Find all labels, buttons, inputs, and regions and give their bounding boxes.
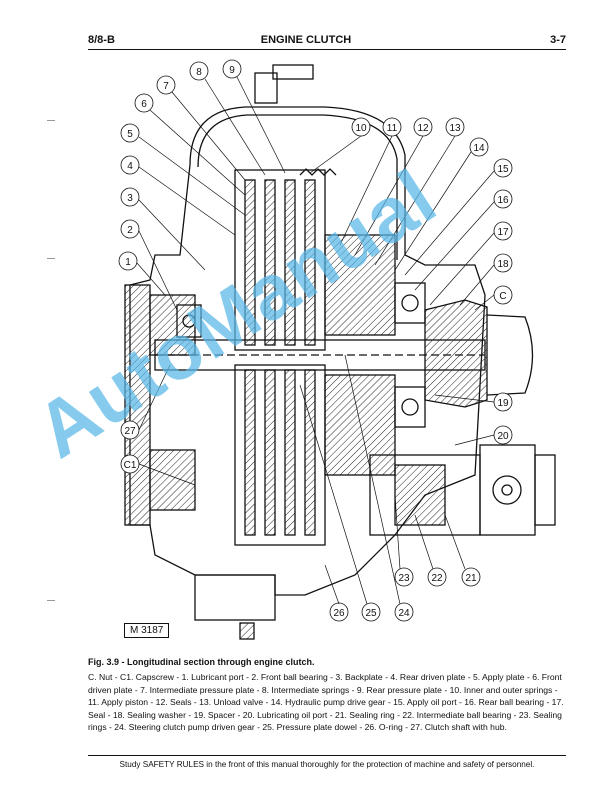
callout-6: 6 [141, 99, 147, 110]
margin-tick [47, 600, 55, 601]
callout-4: 4 [127, 161, 133, 172]
footer-rule [88, 755, 566, 756]
callout-5: 5 [127, 129, 133, 140]
callout-24: 24 [398, 608, 410, 619]
figure-caption-body: C. Nut - C1. Capscrew - 1. Lubricant por… [88, 672, 564, 733]
callout-19: 19 [497, 398, 509, 409]
callout-8: 8 [196, 67, 202, 78]
callout-22: 22 [431, 573, 443, 584]
header-rule [88, 49, 566, 50]
callout-10: 10 [355, 123, 367, 134]
margin-tick [47, 258, 55, 259]
callout-2: 2 [127, 225, 133, 236]
callout-11: 11 [387, 123, 398, 134]
callout-23: 23 [398, 573, 410, 584]
callout-27: 27 [124, 426, 136, 437]
callout-3: 3 [127, 193, 133, 204]
callout-25: 25 [365, 608, 377, 619]
callout-20: 20 [497, 431, 509, 442]
clutch-section-drawing: 7 8 9 6 5 4 3 2 1 10 11 12 13 14 15 16 1… [118, 59, 556, 640]
callout-c1: C1 [124, 460, 137, 471]
callout-12: 12 [417, 123, 429, 134]
callout-14: 14 [473, 143, 485, 154]
callout-26: 26 [333, 608, 345, 619]
callout-21: 21 [465, 573, 477, 584]
callout-15: 15 [497, 164, 509, 175]
callout-1: 1 [125, 257, 131, 268]
footer-safety-notice: Study SAFETY RULES in the front of this … [119, 760, 535, 769]
figure-caption-title: Fig. 3.9 - Longitudinal section through … [88, 657, 315, 667]
callout-18: 18 [497, 259, 509, 270]
callout-16: 16 [497, 195, 509, 206]
figure-reference-box: M 3187 [124, 623, 170, 638]
callout-9: 9 [229, 65, 235, 76]
header-title: ENGINE CLUTCH [260, 34, 352, 46]
callout-17: 17 [497, 227, 509, 238]
callout-13: 13 [449, 123, 461, 134]
callout-7: 7 [163, 81, 169, 92]
margin-tick [47, 120, 55, 121]
header-section-id: 8/8-B [88, 34, 115, 46]
callout-c: C [499, 291, 506, 302]
header-page-number: 3-7 [550, 34, 566, 46]
